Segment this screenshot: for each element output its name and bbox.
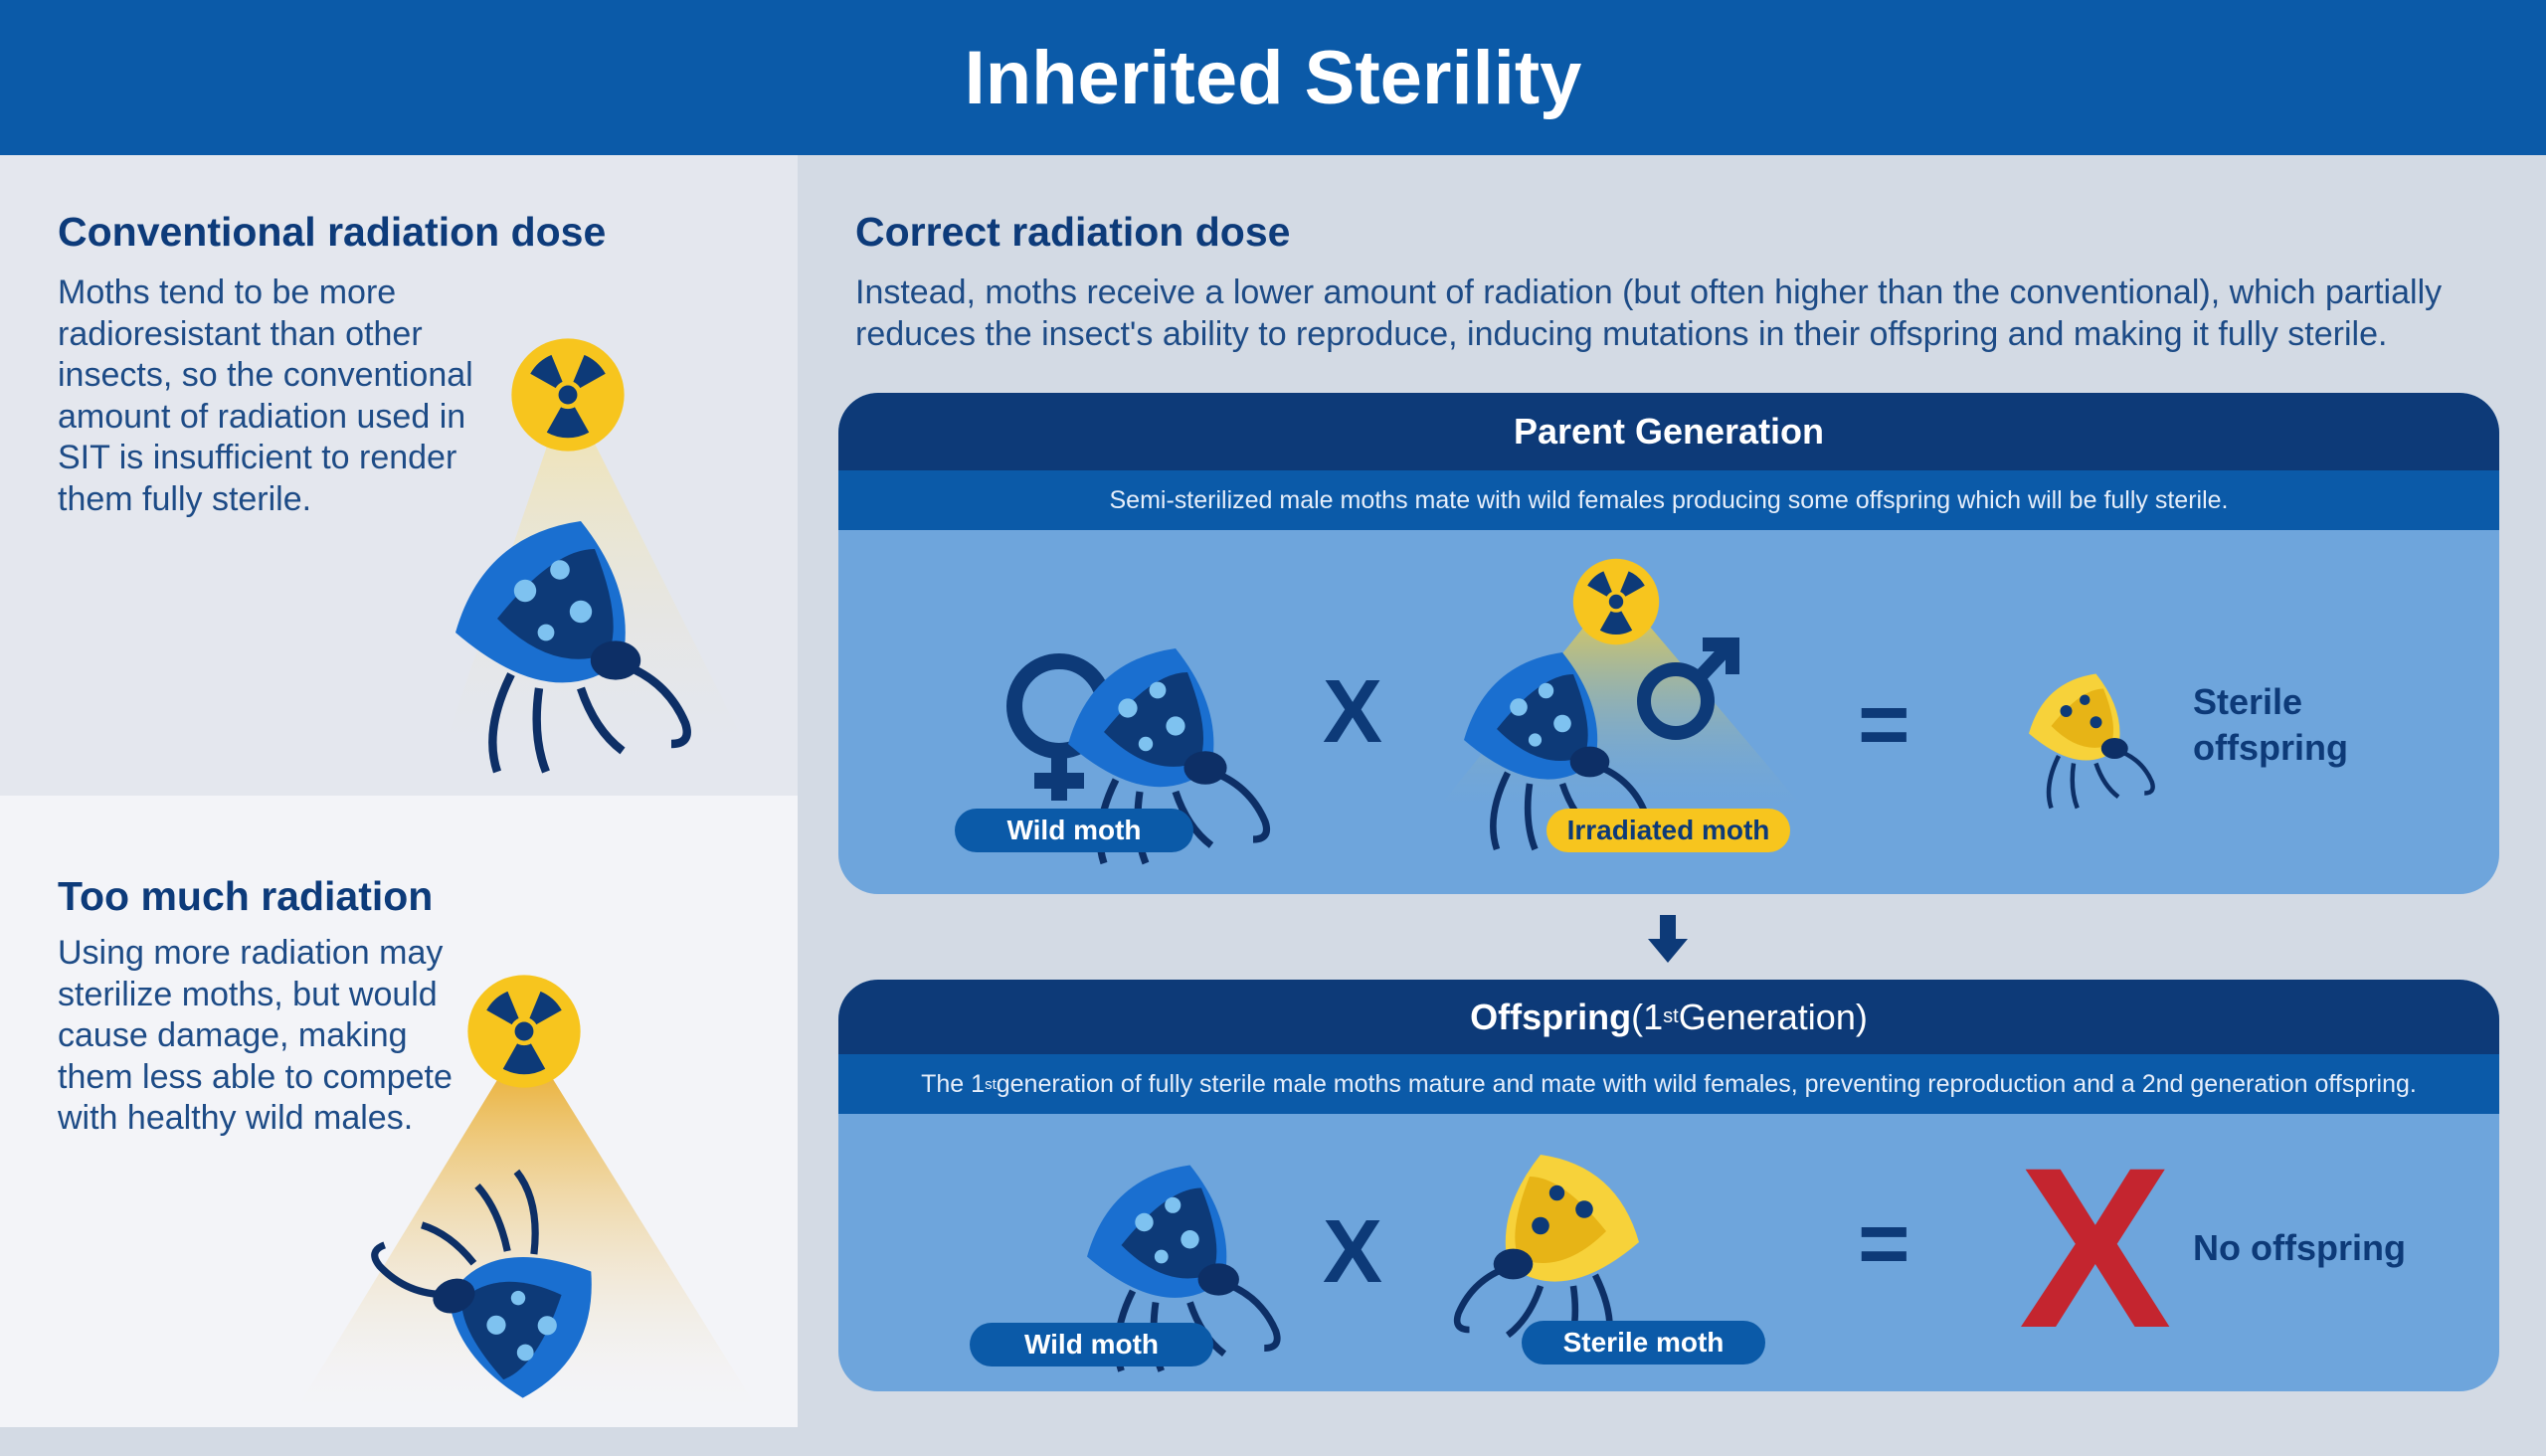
- sterile-offspring-moth-icon: [2004, 666, 2173, 816]
- no-offspring-x-icon: X: [2019, 1120, 2172, 1375]
- male-symbol-icon: [1637, 637, 1739, 740]
- too-much-heading: Too much radiation: [58, 873, 434, 919]
- radiation-icon: [465, 973, 583, 1090]
- radiation-icon: [509, 336, 627, 454]
- irradiated-moth-label: Irradiated moth: [1546, 809, 1790, 852]
- equals-operator: =: [1858, 675, 1910, 775]
- cross-operator: X: [1323, 662, 1383, 762]
- sterile-moth-label: Sterile moth: [1522, 1321, 1765, 1365]
- moth-icon: [428, 507, 706, 786]
- equals-operator: =: [1858, 1194, 1910, 1294]
- conventional-text: Moths tend to be more radioresistant tha…: [58, 273, 473, 518]
- wild-moth-label: Wild moth: [970, 1323, 1213, 1366]
- radiation-beam-illustration: [288, 1034, 766, 1422]
- parent-generation-subtitle: Semi-sterilized male moths mate with wil…: [838, 470, 2499, 530]
- correct-heading: Correct radiation dose: [855, 209, 1291, 255]
- title-banner: Inherited Sterility: [0, 0, 2546, 155]
- conventional-heading: Conventional radiation dose: [58, 209, 607, 255]
- wild-moth-label: Wild moth: [955, 809, 1193, 852]
- parent-generation-title: Parent Generation: [838, 393, 2499, 470]
- no-offspring-result: No offspring: [2193, 1227, 2406, 1268]
- page-title: Inherited Sterility: [964, 35, 1582, 120]
- down-arrow-icon: [1648, 915, 1688, 963]
- too-much-text: Using more radiation may sterilize moths…: [58, 934, 453, 1137]
- correct-text: Instead, moths receive a lower amount of…: [855, 273, 2443, 353]
- cross-operator: X: [1323, 1202, 1383, 1302]
